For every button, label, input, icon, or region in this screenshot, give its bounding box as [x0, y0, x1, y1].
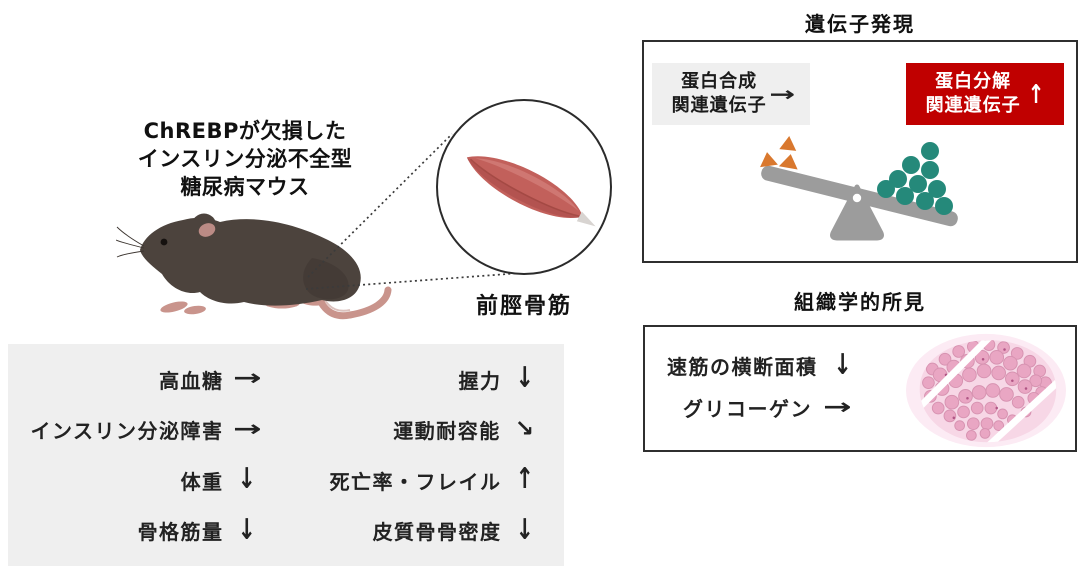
mouse-whiskers [116, 226, 145, 258]
arrow-down-icon: ↓ [515, 513, 534, 547]
phenotype-label: 骨格筋量 [137, 520, 224, 545]
synthesis-label-line1: 蛋白合成 [681, 71, 758, 92]
muscle-cross-section-image [906, 333, 1066, 448]
protein-degradation-chip: 蛋白分解 関連遺伝子 ↑ [906, 63, 1064, 125]
balance-seesaw-icon [760, 136, 958, 241]
degradation-label-line2: 関連遺伝子 [925, 95, 1021, 116]
arrow-down-icon: ↓ [237, 463, 256, 496]
mouse-title-line2: インスリン分泌不全型 [137, 147, 353, 171]
magnifier-circle [436, 99, 612, 275]
arrow-right-icon: → [232, 366, 262, 392]
arrow-down-icon: ↓ [833, 348, 852, 382]
synthesis-label-line2: 関連遺伝子 [671, 95, 767, 116]
arrow-right-icon: → [768, 82, 795, 106]
degradation-label-line1: 蛋白分解 [935, 71, 1012, 92]
arrow-up-icon: ↑ [515, 463, 534, 496]
phenotype-label: 運動耐容能 [393, 419, 501, 444]
mouse-title-line3: 糖尿病マウス [180, 175, 310, 199]
histology-finding: グリコーゲン → [683, 393, 852, 422]
histology-title: 組織学的所見 [794, 290, 926, 314]
phenotype-item: 握力 ↓ [286, 354, 564, 405]
degradation-circles [877, 142, 953, 215]
gene-expression-panel: 蛋白合成 関連遺伝子 → 蛋白分解 関連遺伝子 ↑ [642, 40, 1078, 263]
arrow-down-icon: ↓ [237, 513, 256, 547]
arrow-right-icon: → [232, 416, 262, 442]
phenotype-item: 運動耐容能 ↘ [286, 405, 564, 456]
arrow-down-icon: ↓ [515, 362, 534, 395]
phenotype-label: 死亡率・フレイル [329, 469, 502, 494]
phenotype-item: 体重 ↓ [8, 455, 286, 506]
phenotype-label: 皮質骨骨密度 [372, 520, 502, 545]
protein-synthesis-chip: 蛋白合成 関連遺伝子 → [652, 63, 810, 125]
mouse-eye [160, 238, 168, 246]
arrow-down-right-icon: ↘ [514, 416, 534, 443]
phenotype-item: 高血糖 → [8, 354, 286, 405]
mouse-illustration [116, 213, 392, 320]
arrow-up-icon: ↑ [1027, 78, 1045, 110]
finding-label: グリコーゲン [683, 397, 812, 421]
phenotype-item: 皮質骨骨密度 ↓ [286, 506, 564, 557]
phenotype-label: 握力 [458, 368, 502, 393]
histology-panel: 速筋の横断面積 ↓ グリコーゲン → [643, 325, 1077, 452]
gene-expression-title: 遺伝子発現 [805, 12, 915, 36]
phenotype-item: インスリン分泌障害 → [8, 405, 286, 456]
phenotype-label: 高血糖 [159, 368, 224, 393]
muscle-label: 前脛骨筋 [475, 294, 572, 319]
mouse-model-title: ChREBPが欠損した インスリン分泌不全型 糖尿病マウス [116, 117, 374, 201]
histology-finding: 速筋の横断面積 ↓ [667, 351, 852, 380]
callout-dotted-lines [305, 133, 549, 290]
finding-label: 速筋の横断面積 [667, 355, 818, 379]
muscle-icon [466, 156, 596, 227]
arrow-right-icon: → [822, 394, 852, 420]
phenotype-summary-box: 高血糖 → 握力 ↓ インスリン分泌障害 → 運動耐容能 ↘ 体重 ↓ 死亡率・… [8, 344, 564, 566]
fulcrum [830, 184, 884, 241]
phenotype-label: インスリン分泌障害 [30, 419, 224, 444]
synthesis-triangles [760, 136, 798, 170]
phenotype-item: 骨格筋量 ↓ [8, 506, 286, 557]
phenotype-label: 体重 [180, 469, 224, 494]
mouse-title-line1: ChREBPが欠損した [143, 119, 347, 143]
phenotype-item: 死亡率・フレイル ↑ [286, 455, 564, 506]
